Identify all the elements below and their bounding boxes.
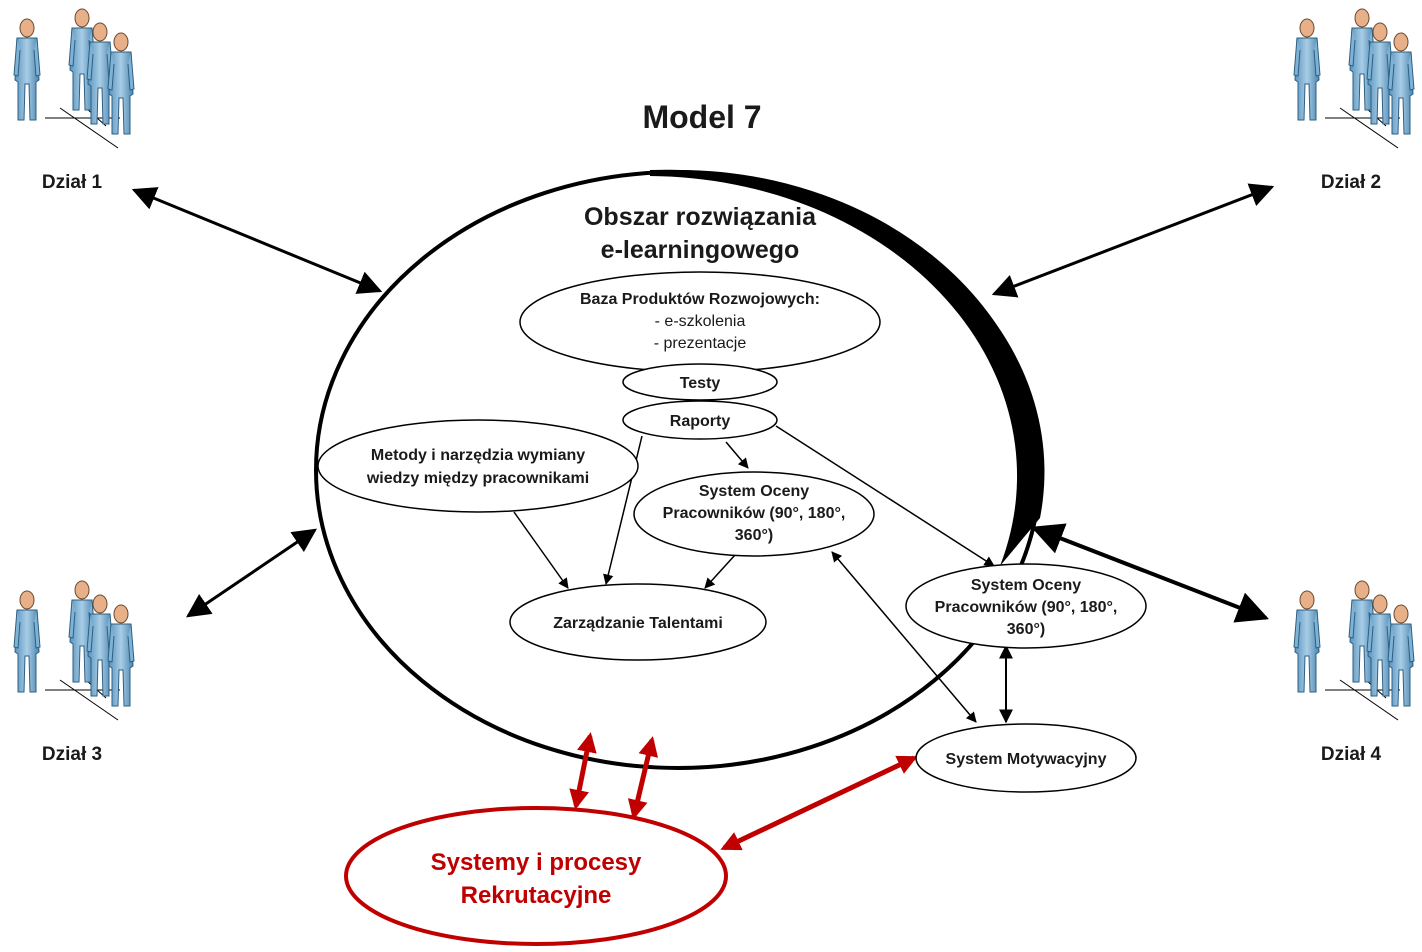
arrow-department-2 [991,183,1275,298]
arrow-ocena-inner-to-talenty [704,554,736,589]
arrow-metody-to-talenty [513,511,569,589]
department-4-label: Dział 4 [1321,744,1382,765]
arrow-department-1 [131,187,383,294]
node-baza-title: Baza Produktów Rozwojowych: [580,291,820,308]
node-ocena-inner: System Oceny Pracowników (90°, 180°, 360… [633,471,875,557]
node-motywacja: System Motywacyjny [915,723,1137,793]
diagram-title: Model 7 [642,99,761,135]
node-ocena-inner-line3: 360°) [735,527,773,544]
node-ocena-inner-line1: System Oceny [699,483,809,500]
node-testy: Testy [622,363,778,401]
department-2-label: Dział 2 [1321,172,1381,193]
e-learning-area-title-line1: Obszar rozwiązania [584,203,817,231]
node-motywacja-label: System Motywacyjny [946,751,1107,768]
arrow-department-3 [186,528,317,618]
arrow-rekrutacja-1 [569,732,597,810]
department-3-label: Dział 3 [42,744,102,765]
arrow-raporty-to-ocena-outer [775,425,995,567]
node-ocena-outer: System Oceny Pracowników (90°, 180°, 360… [905,563,1147,649]
node-raporty: Raporty [622,400,778,440]
node-raporty-label: Raporty [670,413,731,430]
department-4-people-icon [1294,581,1414,720]
node-baza: Baza Produktów Rozwojowych: - e-szkoleni… [519,271,881,373]
arrow-rekrutacja-motywacja [720,755,918,851]
node-talenty: Zarządzanie Talentami [509,583,767,661]
department-3-people-icon [14,581,134,720]
node-baza-item-1: - e-szkolenia [655,313,746,330]
department-1-label: Dział 1 [42,172,103,193]
e-learning-area [314,169,1045,770]
node-rekrutacja-line2: Rekrutacyjne [461,882,612,909]
node-metody-line1: Metody i narzędzia wymiany [371,447,585,464]
node-talenty-label: Zarządzanie Talentami [553,615,723,632]
arrow-ocena-inner-motywacja [831,551,977,723]
arrow-department-4 [1031,523,1269,623]
e-learning-area-title-line2: e-learningowego [601,236,800,264]
arrow-raporty-to-ocena-inner [725,441,749,469]
department-2-people-icon [1294,9,1414,148]
node-metody-line2: wiedzy między pracownikami [366,470,589,487]
department-1-people-icon [14,9,134,148]
node-metody: Metody i narzędzia wymiany wiedzy między… [317,419,639,513]
arrow-rekrutacja-2 [627,736,659,820]
node-baza-item-2: - prezentacje [654,335,747,352]
node-ocena-outer-line2: Pracowników (90°, 180°, [935,599,1118,616]
node-ocena-outer-line1: System Oceny [971,577,1081,594]
node-rekrutacja: Systemy i procesy Rekrutacyjne [344,806,728,946]
node-ocena-inner-line2: Pracowników (90°, 180°, [663,505,846,522]
node-ocena-outer-line3: 360°) [1007,621,1045,638]
node-rekrutacja-line1: Systemy i procesy [431,849,642,876]
node-testy-label: Testy [680,375,721,392]
